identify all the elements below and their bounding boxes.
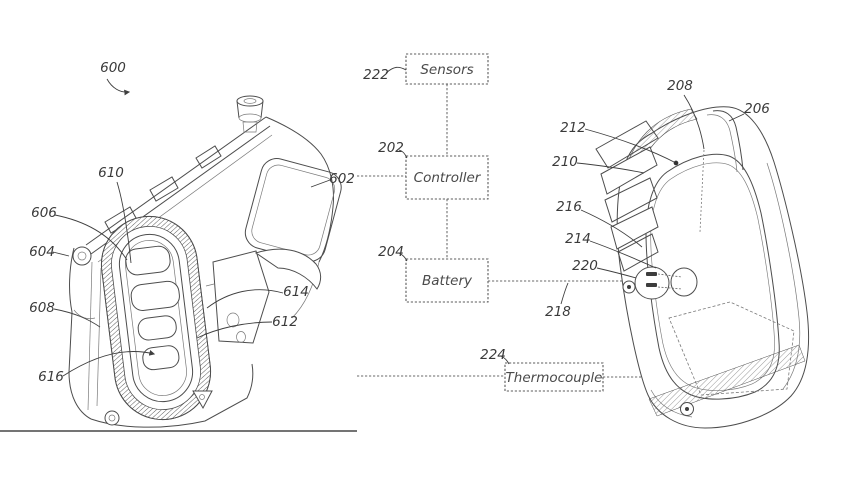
ref-218: 218 bbox=[545, 304, 571, 320]
leader-606 bbox=[54, 214, 128, 261]
leader-614 bbox=[206, 289, 284, 309]
connector-pin bbox=[646, 283, 657, 287]
rim-channel bbox=[712, 110, 744, 171]
ref-610: 610 bbox=[98, 165, 124, 181]
leader-220 bbox=[596, 267, 637, 279]
leader-204 bbox=[398, 252, 408, 262]
leader-616 bbox=[62, 350, 156, 377]
ref-214: 214 bbox=[565, 231, 591, 247]
ref-612: 612 bbox=[272, 314, 298, 330]
right-side-bracket bbox=[205, 248, 322, 344]
leader-202 bbox=[398, 149, 408, 159]
leader-600 bbox=[106, 78, 131, 96]
ref-602: 602 bbox=[329, 171, 355, 187]
body-outline bbox=[265, 116, 334, 263]
leader-216 bbox=[580, 209, 643, 248]
housing-rear-view: 208 206 212 210 216 214 220 bbox=[552, 78, 810, 429]
leader-608 bbox=[53, 308, 101, 328]
ref-600: 600 bbox=[100, 60, 126, 76]
ref-614: 614 bbox=[283, 284, 309, 300]
leader-610 bbox=[116, 181, 132, 264]
bottom-plate bbox=[90, 363, 254, 428]
connector-detail bbox=[634, 266, 698, 300]
leader-210 bbox=[576, 162, 645, 174]
leader-612 bbox=[196, 321, 273, 339]
leader-224 bbox=[500, 355, 510, 365]
hidden-line bbox=[699, 149, 705, 233]
sensors-label: Sensors bbox=[420, 62, 473, 78]
bezel-rings bbox=[100, 215, 212, 421]
connector-pin bbox=[646, 272, 657, 276]
leader-602 bbox=[310, 179, 331, 188]
battery-block: Battery 204 bbox=[378, 244, 489, 303]
ref-616: 616 bbox=[38, 369, 64, 385]
ref-210: 210 bbox=[552, 154, 578, 170]
ref-212: 212 bbox=[560, 120, 586, 136]
ref-608: 608 bbox=[29, 300, 55, 316]
leader-212 bbox=[584, 128, 679, 166]
ref-216: 216 bbox=[556, 199, 582, 215]
ref-222: 222 bbox=[363, 67, 389, 83]
bottom-hatched-band bbox=[648, 344, 806, 417]
ref-606: 606 bbox=[31, 205, 57, 221]
ref-220: 220 bbox=[572, 258, 598, 274]
headlamp-assembly-view: 600 610 602 606 604 608 616 614 612 bbox=[0, 60, 357, 432]
ref-224: 224 bbox=[480, 347, 506, 363]
leader-208 bbox=[683, 94, 705, 150]
leader-604 bbox=[52, 251, 70, 257]
leader-214 bbox=[589, 240, 657, 269]
leader-206 bbox=[728, 113, 745, 122]
controller-block: Controller 202 bbox=[378, 140, 489, 200]
controller-label: Controller bbox=[414, 170, 482, 186]
ref-206: 206 bbox=[744, 101, 770, 117]
signal-block-diagram: Sensors 222 Controller 202 Battery 204 T… bbox=[357, 53, 648, 392]
housing-screw bbox=[622, 280, 636, 294]
housing-opening-rim-inner bbox=[650, 162, 775, 391]
ref-208: 208 bbox=[667, 78, 693, 94]
housing-screw bbox=[680, 402, 694, 416]
leader-222 bbox=[385, 66, 407, 74]
ref-204: 204 bbox=[378, 244, 404, 260]
aiming-adjuster bbox=[236, 95, 264, 133]
battery-label: Battery bbox=[422, 273, 473, 289]
ref-202: 202 bbox=[378, 140, 404, 156]
thermocouple-block: Thermocouple 224 bbox=[480, 347, 604, 392]
thermocouple-label: Thermocouple bbox=[506, 370, 603, 386]
left-mounting-bracket bbox=[68, 246, 102, 420]
leader-218 bbox=[560, 282, 569, 305]
ref-604: 604 bbox=[29, 244, 55, 260]
right-rim-line bbox=[766, 162, 801, 390]
sensors-block: Sensors 222 bbox=[363, 53, 489, 85]
